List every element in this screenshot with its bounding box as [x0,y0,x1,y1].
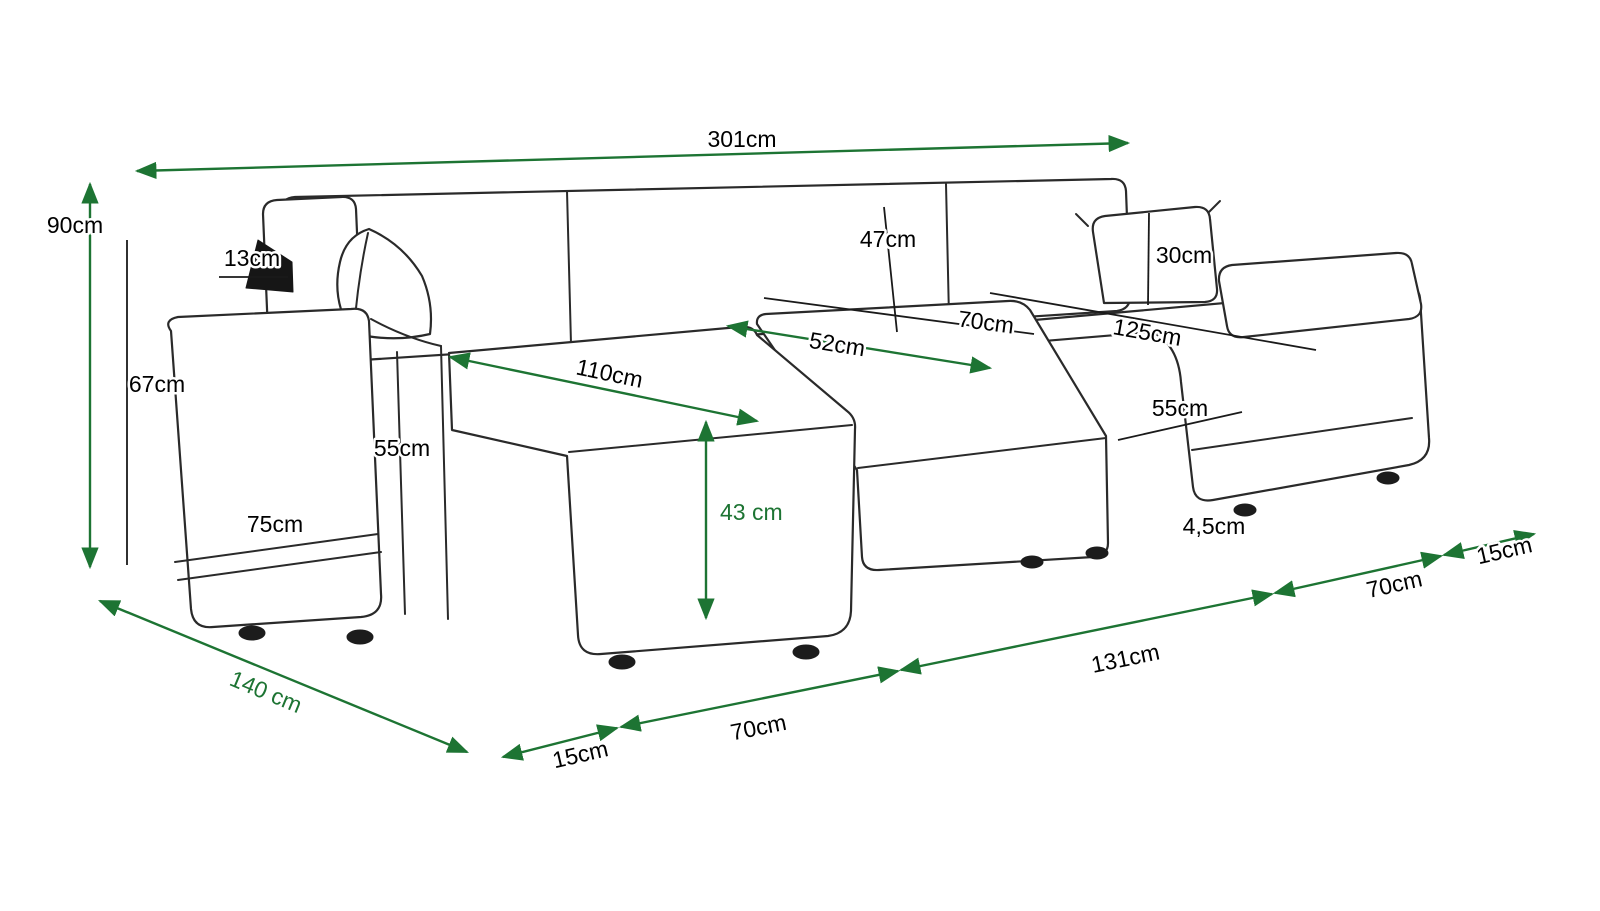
left-armrest-stitch-bottom [177,551,382,581]
dim-arrow-70-bottom-left [618,666,901,732]
sofa-leg [1085,546,1109,560]
sofa-leg [1376,471,1400,485]
measure-line-125 [989,292,1317,351]
dim-arrow-15-bottom-right [1441,530,1537,559]
left-armrest-side-edge-inner [440,345,449,620]
dimension-arrows [81,134,1537,761]
left-armrest-stitch-top [174,533,379,563]
right-pillow [1091,205,1219,305]
dim-label-90: 90cm [47,212,103,238]
sofa-leg [1233,503,1257,517]
right-chaise-front-seam [1191,417,1413,451]
backrest-seam-right [945,183,950,318]
dim-arrow-301 [134,134,1131,180]
right-pillow-crease-left [1075,213,1089,227]
dim-label-301: 301cm [707,126,776,152]
dim-label-55-right: 55cm [1152,395,1208,421]
dim-label-75: 75cm [247,511,303,537]
sofa-leg [608,654,636,670]
backrest-shadow-shape [245,239,294,293]
dim-arrow-140 [98,599,469,754]
sofa-leg [346,629,374,645]
dim-label-30: 30cm [1156,242,1212,268]
dim-label-55-left: 55cm [374,435,430,461]
dim-label-43: 43 cm [720,499,783,525]
sofa-leg [792,644,820,660]
measure-line-47 [883,206,898,333]
sofa-leg [238,625,266,641]
dim-label-67: 67cm [129,371,185,397]
dim-label-45: 4,5cm [1183,513,1246,539]
dim-arrow-52 [725,320,993,374]
measure-lines [126,206,1317,565]
measure-line-30 [1147,212,1150,306]
dim-arrow-15-bottom-left [500,724,620,761]
dim-label-47: 47cm [860,226,916,252]
backrest-seam-left [566,190,572,345]
sofa-leg [1020,555,1044,569]
measure-line-55-right [1117,411,1243,441]
dim-arrow-110 [447,352,760,426]
dim-arrow-70-bottom-right [1272,551,1444,598]
center-seat-front-seam [857,437,1107,469]
right-pillow-crease-right [1208,200,1221,213]
dim-arrow-131 [898,589,1275,675]
left-armrest-side-top-edge [370,318,442,347]
dim-label-13: 13cm [224,245,280,271]
left-armrest [167,307,383,629]
left-armrest-side-edge-outer [396,351,406,615]
